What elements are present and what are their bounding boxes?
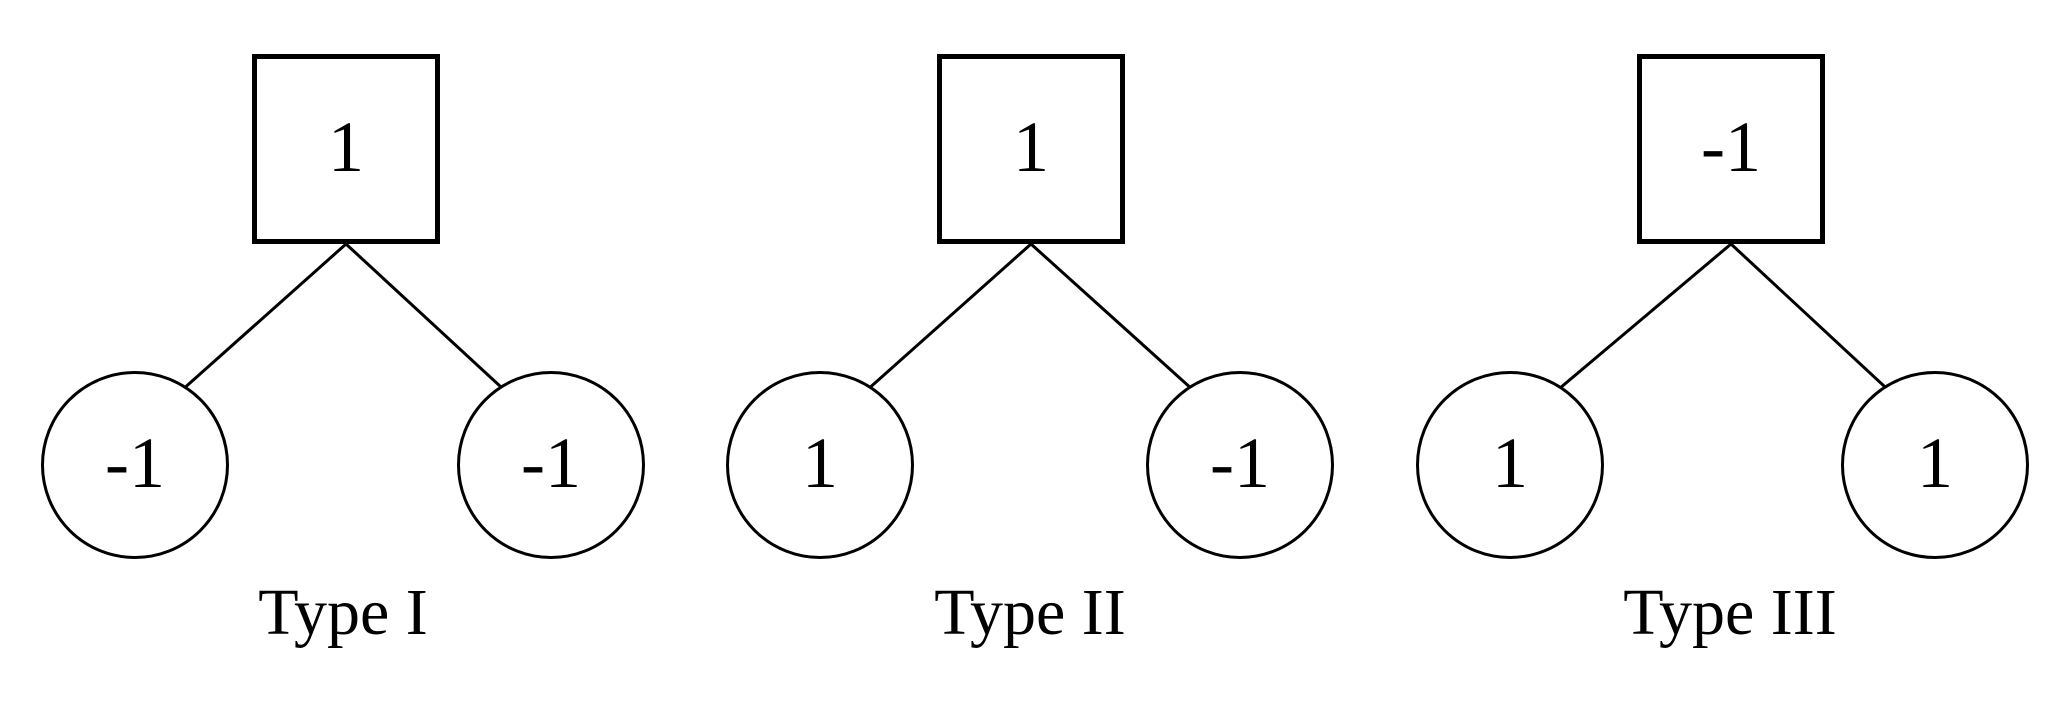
leaf-node-circle: -1 [457, 371, 645, 559]
root-node-square: -1 [1637, 54, 1825, 244]
node-value-label: -1 [1701, 107, 1761, 187]
type-label: Type III [1623, 576, 1837, 649]
tree-edge [856, 242, 1032, 401]
type-label: Type II [934, 576, 1126, 649]
node-value-label: 1 [1492, 423, 1528, 503]
root-node-square: 1 [252, 54, 440, 244]
node-value-label: 1 [1013, 107, 1049, 187]
tree-edge [1546, 242, 1732, 401]
root-node-square: 1 [937, 54, 1125, 244]
node-value-label: -1 [105, 423, 165, 503]
type-label: Type I [258, 576, 428, 649]
leaf-node-circle: 1 [726, 371, 914, 559]
tree-edge [1029, 242, 1205, 401]
node-value-label: 1 [328, 107, 364, 187]
tree-edge [344, 242, 516, 401]
node-value-label: -1 [521, 423, 581, 503]
leaf-node-circle: -1 [1146, 371, 1334, 559]
node-value-label: 1 [802, 423, 838, 503]
node-value-label: -1 [1210, 423, 1270, 503]
leaf-node-circle: 1 [1841, 371, 2029, 559]
tree-edge [171, 242, 347, 401]
tree-edge [1729, 242, 1900, 401]
node-value-label: 1 [1917, 423, 1953, 503]
leaf-node-circle: -1 [41, 371, 229, 559]
leaf-node-circle: 1 [1416, 371, 1604, 559]
